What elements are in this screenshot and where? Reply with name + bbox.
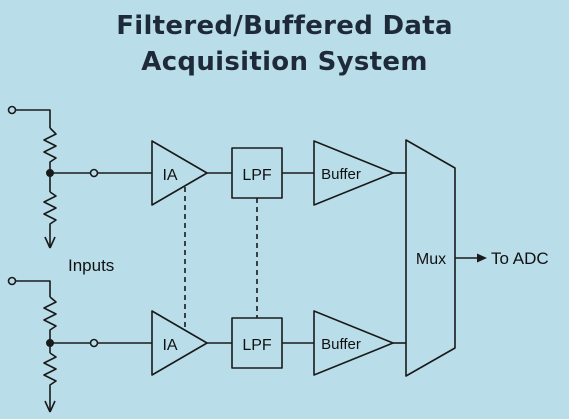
input-terminal-1 xyxy=(7,105,17,115)
ia-label-1: IA xyxy=(162,167,177,184)
input-terminal-2 xyxy=(7,276,17,286)
lpf-label-2: LPF xyxy=(242,337,272,354)
node-terminal-1 xyxy=(89,168,99,178)
output-label: To ADC xyxy=(491,249,549,268)
diagram-title: Filtered/Buffered Data Acquisition Syste… xyxy=(0,8,569,80)
title-line-2: Acquisition System xyxy=(141,47,428,77)
input-wire-2 xyxy=(15,280,51,297)
lpf-label-1: LPF xyxy=(242,167,272,184)
mux-block xyxy=(405,139,456,377)
input-wire-1 xyxy=(15,109,51,128)
potentiometer-2-upper xyxy=(43,296,57,353)
ground-arrow-1 xyxy=(44,236,56,249)
potentiometer-1-upper xyxy=(43,127,57,192)
channel-1 xyxy=(7,105,406,249)
node-terminal-2 xyxy=(89,338,99,348)
buffer-label-1: Buffer xyxy=(321,166,361,183)
title-line-1: Filtered/Buffered Data xyxy=(116,11,453,41)
potentiometer-1-lower xyxy=(43,191,57,248)
channel-2 xyxy=(7,276,406,413)
buffer-label-2: Buffer xyxy=(321,336,361,353)
potentiometer-2-lower xyxy=(43,352,57,412)
ia-amplifier-2 xyxy=(151,310,208,376)
buffer-amplifier-1 xyxy=(313,140,394,206)
ground-arrow-2 xyxy=(44,400,56,413)
ia-amplifier-1 xyxy=(151,140,208,206)
inputs-label: Inputs xyxy=(68,256,114,275)
mux-label: Mux xyxy=(416,251,446,268)
buffer-amplifier-2 xyxy=(313,310,394,376)
output-arrowhead xyxy=(477,253,487,263)
ia-label-2: IA xyxy=(162,337,177,354)
